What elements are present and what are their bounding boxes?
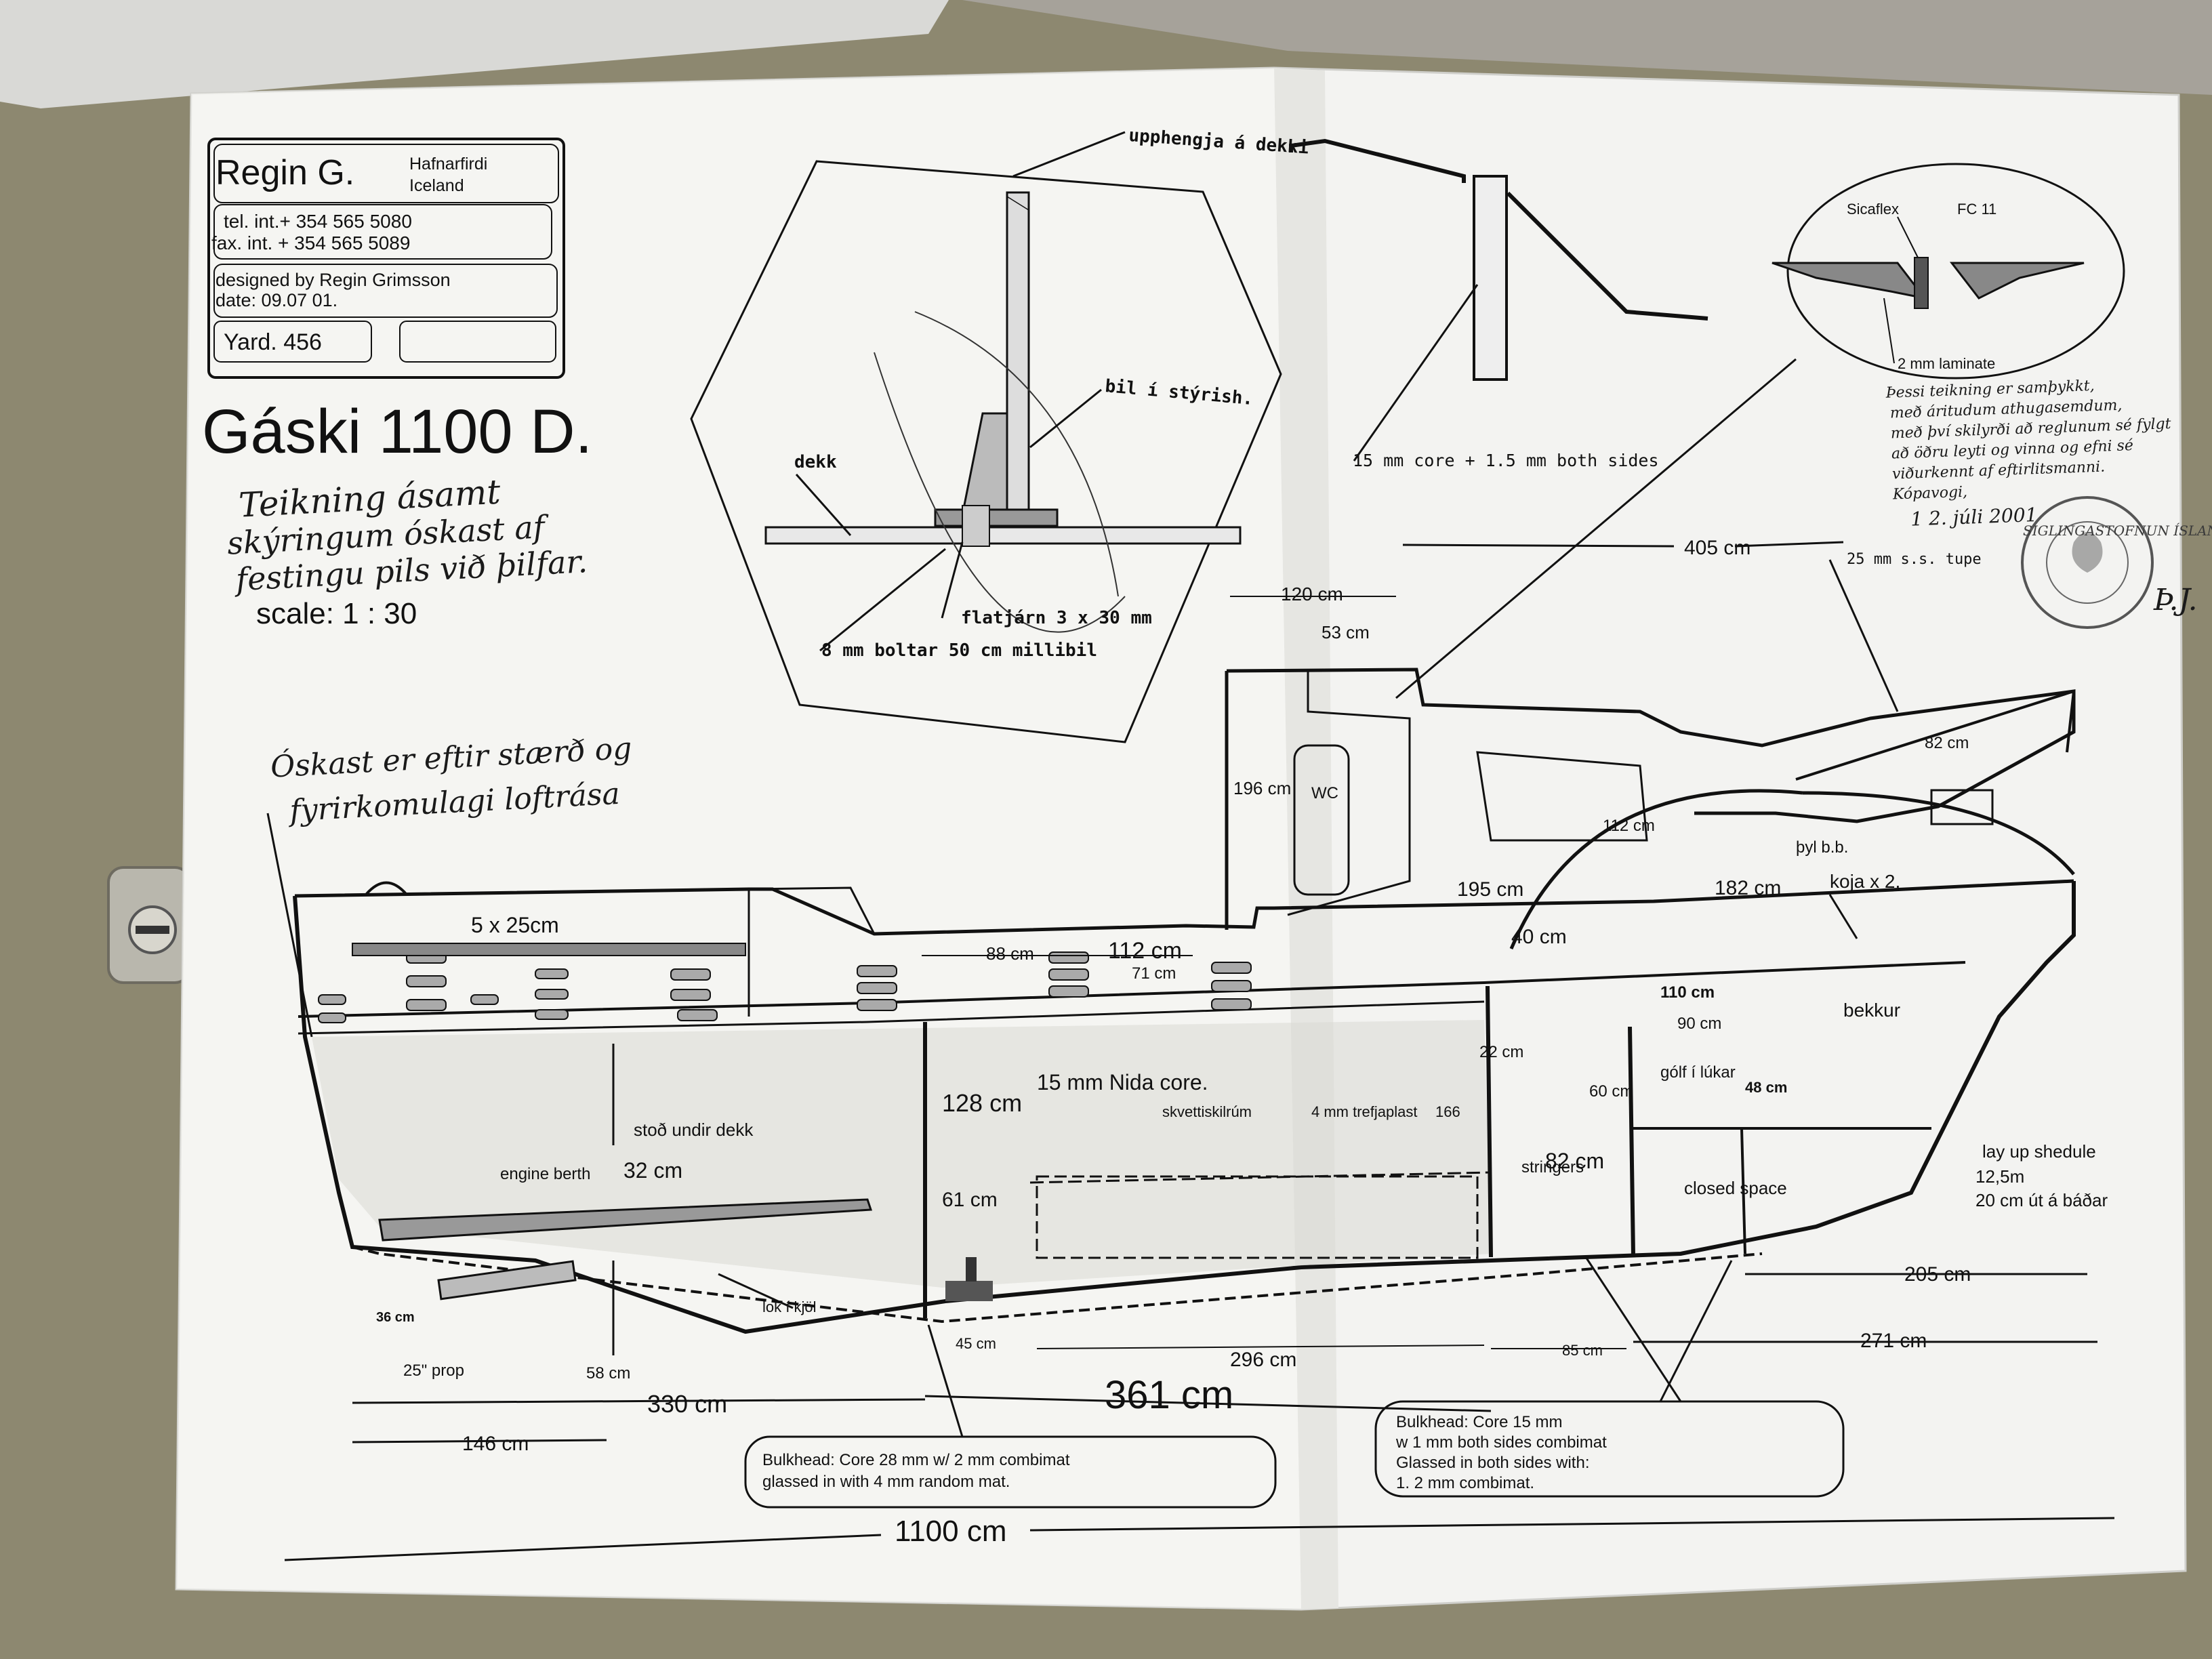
svg-text:40 cm: 40 cm [1511,926,1567,948]
svg-text:koja x 2,: koja x 2, [1830,871,1900,892]
svg-text:þyl b.b.: þyl b.b. [1796,838,1848,857]
svg-text:glassed in with 4 mm random ma: glassed in with 4 mm random mat. [762,1473,1010,1491]
svg-text:120 cm: 120 cm [1281,583,1343,605]
svg-text:stringers: stringers [1521,1158,1584,1176]
svg-text:22 cm: 22 cm [1479,1043,1523,1061]
label-laminate: 2 mm laminate [1898,355,1995,372]
svg-text:112 cm: 112 cm [1603,817,1655,835]
svg-text:128 cm: 128 cm [942,1089,1022,1117]
svg-text:90 cm: 90 cm [1677,1015,1721,1033]
svg-text:195 cm: 195 cm [1457,878,1523,901]
svg-text:25" prop: 25" prop [403,1361,464,1380]
svg-text:engine berth: engine berth [500,1165,590,1183]
drawing-title: Gáski 1100 D. [202,397,592,466]
yard-number: Yard. 456 [224,329,322,355]
svg-text:112 cm: 112 cm [1108,938,1182,964]
svg-text:71 cm: 71 cm [1132,964,1176,983]
svg-text:12,5m: 12,5m [1975,1166,2024,1187]
label-boltar: 8 mm boltar 50 cm millibil [821,640,1097,661]
svg-text:82 cm: 82 cm [1545,1149,1604,1173]
bulkhead-note-2: Bulkhead: Core 15 mm w 1 mm both sides c… [1374,1400,1845,1498]
date-line: date: 09.07 01. [216,290,337,310]
approval-stamp: SIGLINGASTOFNUN ÍSLANDS Þ.J. [2021,496,2212,629]
svg-text:closed space: closed space [1684,1178,1787,1198]
label-sicaflex: Sicaflex [1847,201,1899,218]
svg-text:lay up shedule: lay up shedule [1982,1141,2096,1162]
label-core-both-sides: 15 mm core + 1.5 mm both sides [1353,451,1659,470]
wall-lock [107,866,191,984]
svg-text:skvettiskilrúm: skvettiskilrúm [1162,1103,1252,1120]
svg-text:20 cm út á báðar: 20 cm út á báðar [1975,1190,2108,1210]
svg-text:88 cm: 88 cm [986,943,1034,964]
leader-lines [266,813,1858,1437]
svg-text:361 cm: 361 cm [1105,1373,1233,1417]
svg-text:WC: WC [1311,784,1338,802]
svg-text:25 mm s.s. tupe: 25 mm s.s. tupe [1847,551,1982,568]
svg-text:61 cm: 61 cm [942,1189,998,1211]
svg-text:1. 2 mm combimat.: 1. 2 mm combimat. [1396,1474,1534,1492]
svg-text:53 cm: 53 cm [1322,622,1370,642]
stamp-text: SIGLINGASTOFNUN ÍSLANDS [2023,523,2212,539]
svg-text:gólf í lúkar: gólf í lúkar [1660,1063,1736,1082]
svg-text:60 cm: 60 cm [1589,1082,1633,1101]
svg-text:82 cm: 82 cm [1925,734,1969,752]
svg-text:15 mm Nida core.: 15 mm Nida core. [1037,1070,1208,1094]
deck-detail: upphengja á dekki bil í stýrish. dekk fl… [690,125,1309,743]
svg-text:Bulkhead: Core 15 mm: Bulkhead: Core 15 mm [1396,1413,1562,1431]
label-dekk: dekk [794,452,837,472]
svg-text:196 cm: 196 cm [1233,778,1291,798]
company-country: Iceland [409,176,464,195]
svg-text:58 cm: 58 cm [586,1364,630,1382]
company-name: Regin G. [216,153,354,192]
wheelhouse-section-detail: 15 mm core + 1.5 mm both sides [1289,138,1708,470]
bulkhead-note-1: Bulkhead: Core 28 mm w/ 2 mm combimat gl… [744,1435,1277,1509]
stray-paper-top-right [962,0,2212,95]
label-flatjarn: flatjárn 3 x 30 mm [961,608,1152,628]
svg-text:182 cm: 182 cm [1715,877,1781,899]
svg-text:5 x 25cm: 5 x 25cm [471,913,559,937]
stray-paper-top [0,0,949,108]
svg-text:110 cm: 110 cm [1660,983,1715,1002]
svg-text:36 cm: 36 cm [376,1310,415,1325]
svg-text:45 cm: 45 cm [956,1335,996,1352]
boat-profile [293,559,2076,1334]
svg-text:stoð undir dekk: stoð undir dekk [634,1120,754,1140]
svg-text:1100 cm: 1100 cm [895,1515,1007,1548]
svg-text:4 mm trefjaplast: 4 mm trefjaplast [1311,1103,1418,1120]
sicaflex-detail: Sicaflex FC 11 2 mm laminate [1395,163,2125,699]
svg-text:Bulkhead: Core 28 mm w/ 2 mm: Bulkhead: Core 28 mm w/ 2 mm combimat [762,1451,1070,1469]
approval-date: 1 2. júli 2001 [1910,504,2038,531]
svg-text:296 cm: 296 cm [1230,1349,1296,1371]
phone-number: tel. int.+ 354 565 5080 [224,211,412,232]
label-fc: FC 11 [1957,201,1996,218]
dimension-labels: 405 cm 25 mm s.s. tupe 120 cm 53 cm 82 c… [284,537,2115,1561]
svg-text:Kópavogi,: Kópavogi, [1892,484,1968,504]
svg-text:w 1 mm both sides combimat: w 1 mm both sides combimat [1395,1433,1607,1452]
svg-text:330 cm: 330 cm [647,1390,727,1418]
drawing-scale: scale: 1 : 30 [256,597,417,630]
svg-text:bekkur: bekkur [1843,1000,1900,1021]
company-city: Hafnarfirdi [409,155,487,173]
svg-text:85 cm: 85 cm [1562,1342,1603,1359]
svg-text:146 cm: 146 cm [462,1433,529,1455]
svg-text:166: 166 [1435,1103,1460,1120]
svg-text:405 cm: 405 cm [1684,537,1750,559]
designer-line: designed by Regin Grimsson [216,270,451,290]
signature: Þ.J. [2153,583,2198,617]
svg-text:32 cm: 32 cm [623,1158,682,1183]
svg-text:48 cm: 48 cm [1745,1079,1787,1096]
svg-text:Glassed in both sides with:: Glassed in both sides with: [1396,1454,1589,1472]
fax-number: fax. int. + 354 565 5089 [211,232,410,253]
title-block: Regin G. Hafnarfirdi Iceland tel. int.+ … [207,138,565,379]
